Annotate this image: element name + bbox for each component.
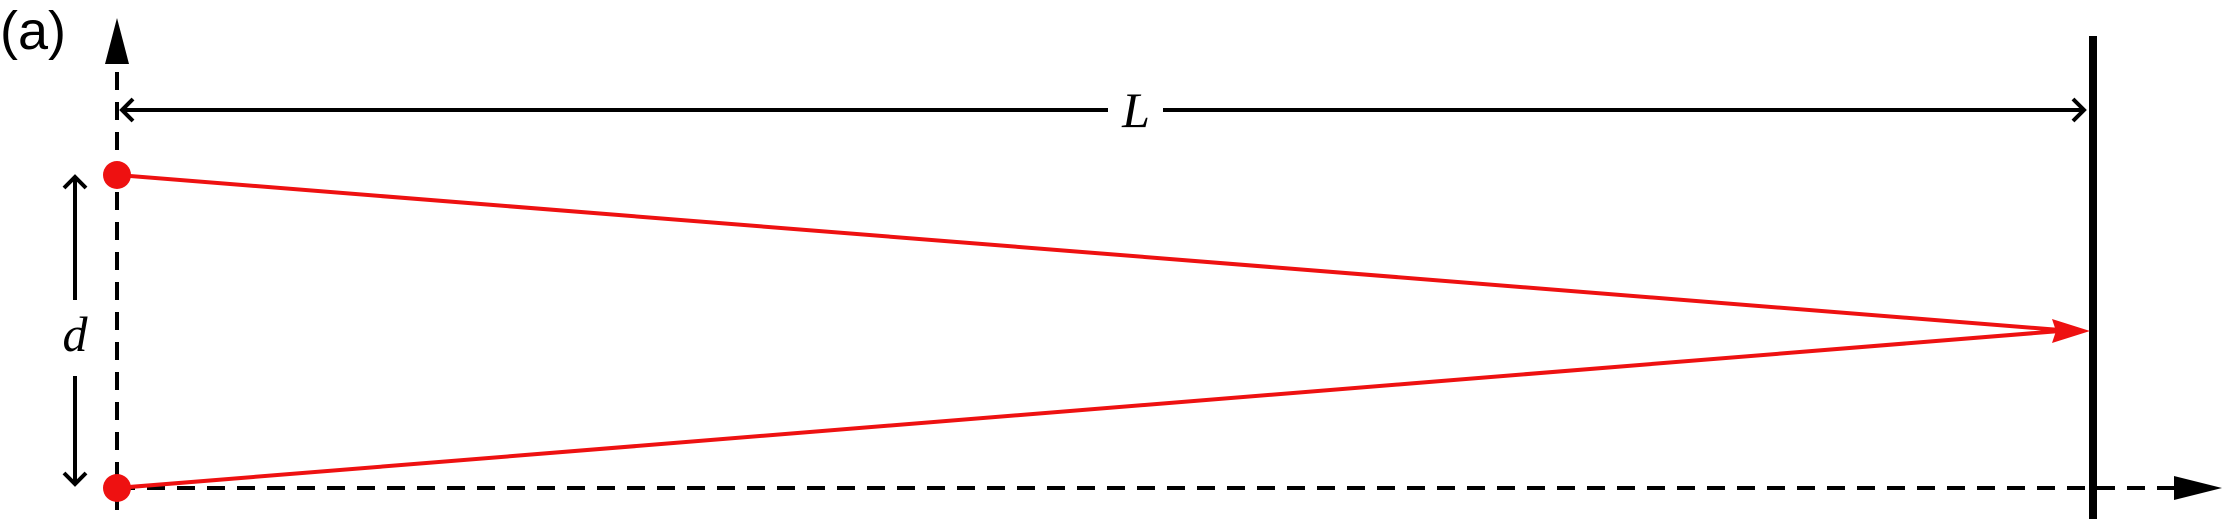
upper-source xyxy=(103,161,131,189)
length-left-arrowhead-icon xyxy=(119,97,135,123)
vertical-axis-arrowhead-icon xyxy=(105,18,129,64)
lower-ray xyxy=(116,329,2061,490)
upper-ray xyxy=(116,173,2061,332)
length-label: L xyxy=(1121,82,1150,138)
horizontal-axis-arrowhead-icon xyxy=(2174,476,2222,500)
panel-label: (a) xyxy=(0,1,66,61)
separation-top-arrowhead-icon xyxy=(62,174,88,190)
lower-source xyxy=(103,474,131,502)
separation-label: d xyxy=(63,306,89,362)
ray-arrowhead-icon xyxy=(2052,319,2090,343)
separation-bottom-arrowhead-icon xyxy=(62,471,88,487)
length-right-arrowhead-icon xyxy=(2071,97,2087,123)
